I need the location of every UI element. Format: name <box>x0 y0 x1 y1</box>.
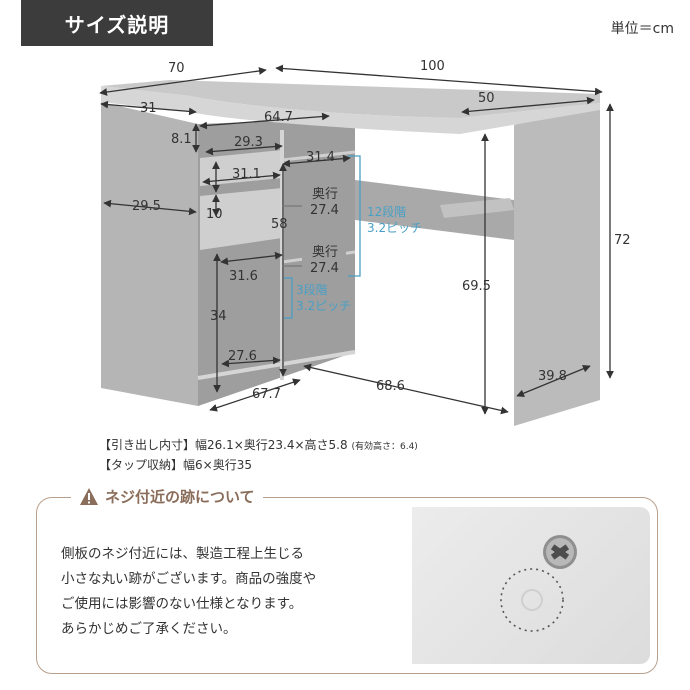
label-27-6: 27.6 <box>228 349 257 364</box>
drawer-spec: 【引き出し内寸】幅26.1×奥行23.4×高さ5.8 (有効高さ：6.4) <box>99 436 418 453</box>
label-10: 10 <box>206 207 223 222</box>
label-39-8: 39.8 <box>538 369 567 384</box>
notice-line: 小さな丸い跡がございます。商品の強度や <box>61 571 317 587</box>
notice-line: ご使用には影響のない仕様となります。 <box>61 596 303 612</box>
notice-line: 側板のネジ付近には、製造工程上生じる <box>61 546 304 562</box>
label-34: 34 <box>210 309 227 324</box>
drawer-spec-note: (有効高さ：6.4) <box>351 442 418 452</box>
depth-value-lower: 27.4 <box>310 261 339 276</box>
label-67-7: 67.7 <box>252 387 281 402</box>
page-title: サイズ説明 <box>21 0 213 46</box>
label-100: 100 <box>420 59 445 74</box>
label-8-1: 8.1 <box>171 132 192 147</box>
pitch-3-steps: 3段階 <box>296 282 328 297</box>
label-31-1: 31.1 <box>232 167 261 182</box>
pitch-3-value: 3.2ピッチ <box>296 299 351 313</box>
depth-value-upper: 27.4 <box>310 203 339 218</box>
label-31-4: 31.4 <box>306 150 335 165</box>
notice-body: 側板のネジ付近には、製造工程上生じる 小さな丸い跡がございます。商品の強度や ご… <box>61 542 401 642</box>
drawer-spec-text: 【引き出し内寸】幅26.1×奥行23.4×高さ5.8 <box>99 438 348 452</box>
screw-mark-photo <box>412 507 650 664</box>
label-70: 70 <box>168 61 185 76</box>
tap-spec: 【タップ収納】幅6×奥行35 <box>99 458 252 472</box>
depth-label-bg-lower <box>302 242 346 276</box>
label-72: 72 <box>614 233 631 248</box>
label-29-3: 29.3 <box>234 135 263 150</box>
shelf-pitch-brackets <box>284 155 361 319</box>
label-69-5: 69.5 <box>462 279 491 294</box>
label-31-6: 31.6 <box>229 269 258 284</box>
screw-mark-illustration <box>500 535 577 632</box>
depth-label-bg-upper <box>302 184 346 218</box>
warning-icon <box>80 487 98 505</box>
notice-box: ネジ付近の跡について 側板のネジ付近には、製造工程上生じる 小さな丸い跡がござい… <box>36 486 658 674</box>
pitch-12-steps: 12段階 <box>367 204 406 219</box>
label-31: 31 <box>140 101 157 116</box>
dimension-labels: 70 100 31 50 64.7 8.1 29.3 31.4 31.1 10 … <box>132 59 631 402</box>
label-58: 58 <box>271 217 288 232</box>
label-50: 50 <box>478 91 495 106</box>
pitch-12-value: 3.2ピッチ <box>367 221 422 235</box>
dimension-lines <box>99 64 614 415</box>
label-29-5: 29.5 <box>132 199 161 214</box>
notice-heading-text: ネジ付近の跡について <box>105 488 255 506</box>
notice-heading: ネジ付近の跡について <box>71 486 263 507</box>
depth-label-upper: 奥行 <box>312 187 338 202</box>
unit-label: 単位＝cm <box>610 21 674 37</box>
label-68-6: 68.6 <box>376 379 405 394</box>
desk-dimension-diagram: 70 100 31 50 64.7 8.1 29.3 31.4 31.1 10 … <box>99 59 631 426</box>
label-64-7: 64.7 <box>264 110 293 125</box>
notice-line: あらかじめご了承ください。 <box>61 621 237 637</box>
depth-label-lower: 奥行 <box>312 245 338 260</box>
